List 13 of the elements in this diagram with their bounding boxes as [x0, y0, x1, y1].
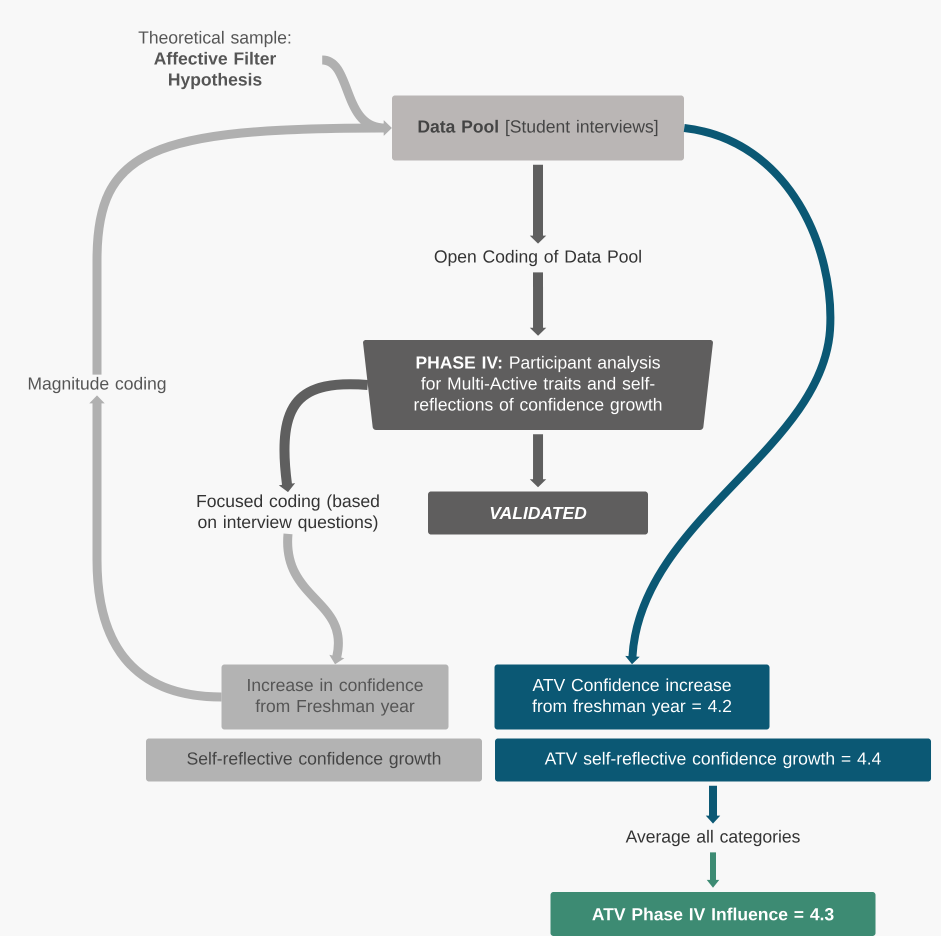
step-label: Magnitude coding	[28, 376, 166, 394]
result-box: ATV Phase IV Influence = 4.3	[550, 892, 876, 936]
category-box: Self-reflective confidence growth	[146, 738, 482, 782]
annotation-text: Theoretical sample: Affective Filter Hypothesis	[138, 30, 290, 90]
step-label: Open Coding of Data Pool	[434, 250, 641, 266]
score-box: ATV Confidence increase from freshman year = 4.2	[494, 664, 770, 730]
score-box: ATV self-reflective confidence growth = 4.4	[495, 738, 932, 782]
result-box: VALIDATED	[428, 492, 648, 534]
process-box: Data Pool [Student interviews]	[392, 96, 684, 160]
step-label: Average all categories	[626, 830, 800, 846]
process-trapezoid: PHASE IV: Participant analysis for Multi-Active traits and self-reflections of confidence growth	[363, 340, 713, 430]
category-box: Increase in confidence from Freshman year	[222, 664, 448, 730]
step-label: Focused coding (based on interview questions)	[198, 494, 379, 532]
